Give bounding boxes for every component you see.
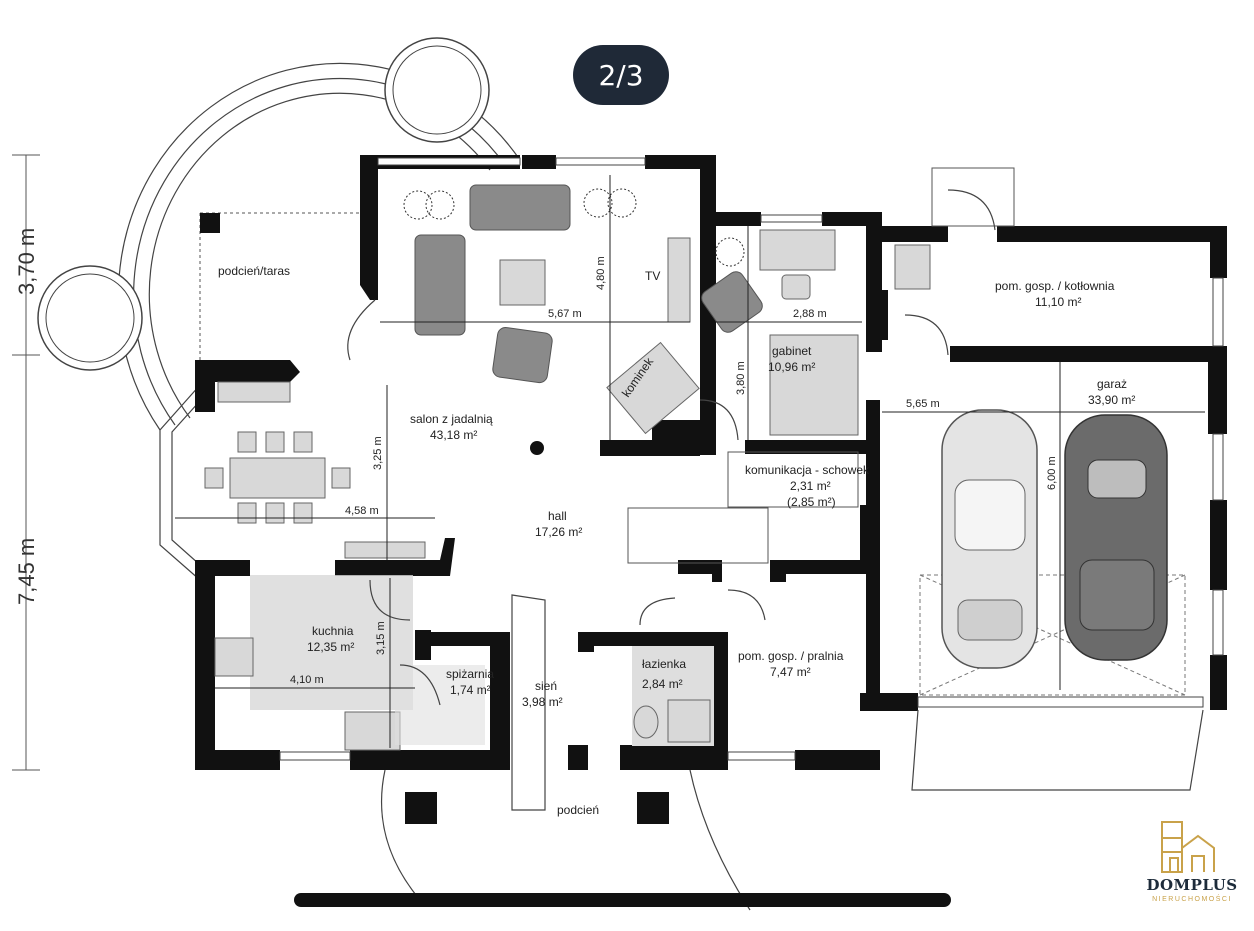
dim-salon-height: 4,80 m [595,256,607,290]
door-swings [347,189,996,811]
dim-dining-height: 3,25 m [372,436,384,470]
side-dim-bottom: 7,45 m [14,538,39,605]
windows [279,157,1224,761]
bay-window [159,384,209,581]
side-dimension-lines [12,154,40,771]
dimension-labels: 5,67 m 4,80 m 2,88 m 3,80 m 3,25 m 4,58 … [290,256,1058,686]
car-dark [1064,414,1168,661]
room-name: podcień/taras [218,264,290,278]
round-terrace [37,37,521,431]
room-name: łazienka [642,657,686,671]
room-name: sień [535,679,557,693]
tv-label: TV [645,269,660,283]
room-area: 10,96 m² [768,360,815,374]
dim-garage-width: 5,65 m [906,398,940,410]
side-dim-top: 3,70 m [14,228,39,295]
room-name: gabinet [772,344,812,358]
plants [403,188,745,267]
car-light [941,409,1038,669]
room-area: 33,90 m² [1088,393,1135,407]
brand-name: DOMPLUS [1146,876,1238,894]
front-entrance [380,769,751,911]
room-name: komunikacja - schowek [745,463,870,477]
room-name: hall [548,509,567,523]
dimension-lines [175,175,1205,748]
dim-garage-height: 6,00 m [1046,456,1058,490]
dim-dining-width: 4,58 m [345,505,379,517]
dim-gabinet-width: 2,88 m [793,308,827,320]
room-name: pom. gosp. / pralnia [738,649,844,663]
driveway [911,574,1204,791]
page-indicator[interactable]: 2/3 [573,45,669,105]
room-name: garaż [1097,377,1127,391]
brand-subtitle: NIERUCHOMOŚCI [1152,896,1232,903]
room-name: pom. gosp. / kotłownia [995,279,1115,293]
room-name: podcień [557,803,599,817]
room-area: 12,35 m² [307,640,354,654]
room-area: 7,47 m² [770,665,811,679]
room-area: 17,26 m² [535,525,582,539]
room-area: 11,10 m² [1035,295,1081,309]
dim-gabinet-height: 3,80 m [735,361,747,395]
room-area: 2,31 m² [790,479,831,493]
room-area: 2,84 m² [642,677,683,691]
room-area-alt: (2,85 m²) [787,495,836,509]
dim-salon-width: 5,67 m [548,308,582,320]
room-name: kuchnia [312,624,354,638]
room-area: 43,18 m² [430,428,477,442]
room-name: salon z jadalnią [410,412,493,426]
dim-kitchen-height: 3,15 m [375,621,387,655]
room-name: spiżarnia [446,667,494,681]
room-area: 3,98 m² [522,695,563,709]
room-area: 1,74 m² [450,683,491,697]
domplus-logo-icon [1161,821,1215,873]
terrace-outline [199,212,365,360]
horizontal-scrollbar[interactable] [294,893,951,907]
dim-kitchen-width: 4,10 m [290,674,324,686]
